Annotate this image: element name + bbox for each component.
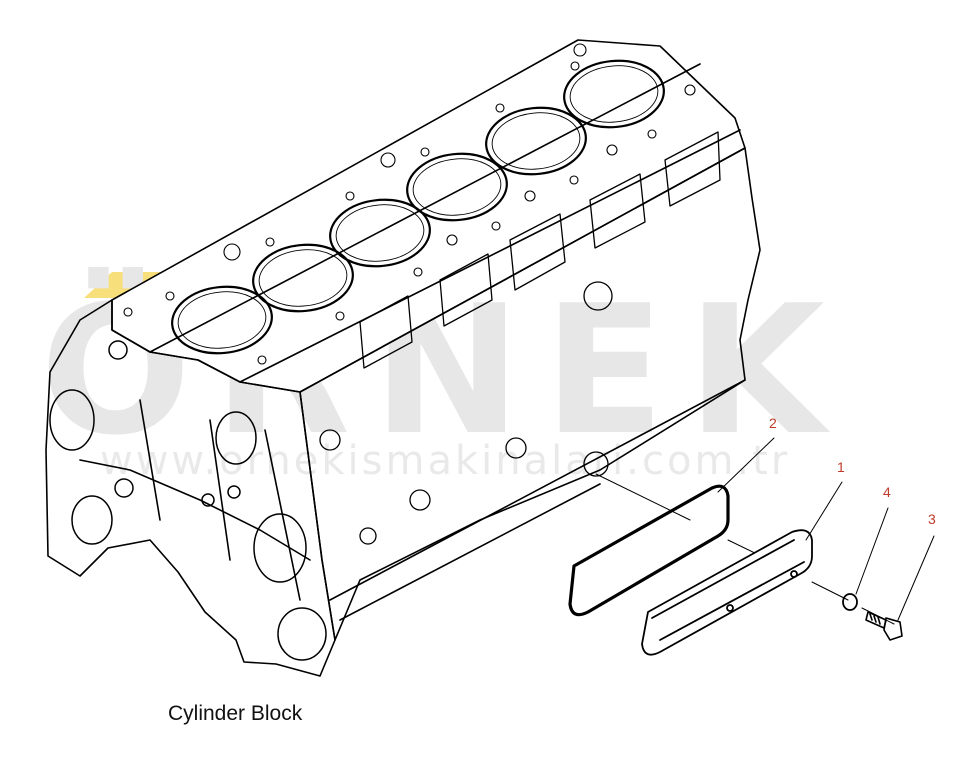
cylinder-block (45, 39, 761, 677)
front-bosses (49, 340, 327, 661)
bore-inner-rings (177, 65, 659, 349)
part-2-gasket (568, 484, 730, 617)
block-front (45, 299, 336, 677)
callout-2: 2 (769, 415, 777, 431)
front-web (79, 459, 311, 561)
callouts: 2 1 4 3 (769, 415, 936, 527)
callout-1: 1 (837, 459, 845, 475)
part-4-washer (842, 593, 858, 611)
cylinder-bores (171, 59, 665, 355)
bore-5 (485, 106, 587, 176)
watermark-url: www.ornekismakinalari.com.tr (100, 438, 790, 484)
callout-3: 3 (928, 511, 936, 527)
bore-3 (329, 198, 431, 268)
leader-lines (717, 437, 935, 621)
bore-4 (406, 152, 508, 222)
leader-4 (855, 507, 889, 595)
diagram-caption: Cylinder Block (168, 702, 303, 725)
front-rib (139, 399, 301, 601)
bore-1 (171, 285, 273, 355)
part-1-cover (641, 529, 813, 656)
side-ports (319, 131, 721, 545)
exploded-parts (568, 437, 935, 656)
deck-holes (123, 43, 696, 365)
block-skirt (329, 379, 746, 621)
callout-4: 4 (883, 484, 891, 500)
bore-2 (252, 243, 354, 313)
part-3-bolt (865, 611, 903, 641)
bore-6 (563, 59, 665, 129)
leader-2 (717, 437, 775, 493)
leader-3 (897, 535, 935, 621)
deck-edge-rear (239, 129, 741, 383)
leader-1 (805, 481, 843, 541)
